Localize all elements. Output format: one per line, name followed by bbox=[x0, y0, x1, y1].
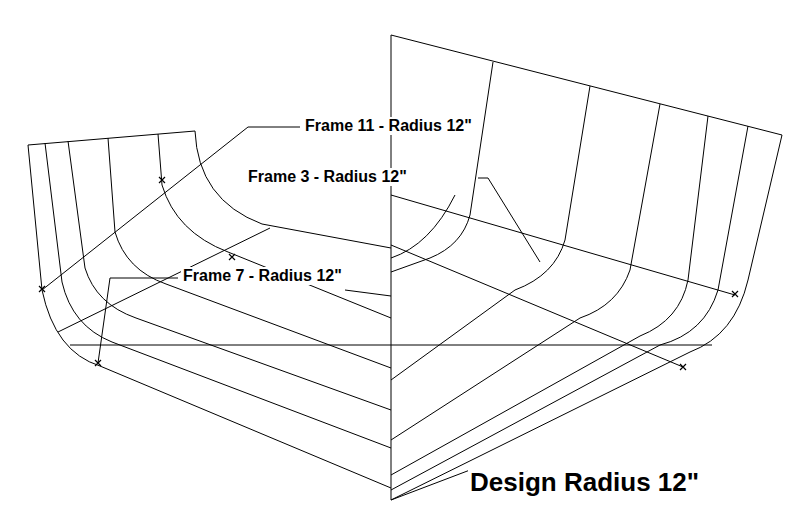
design-caption: Design Radius 12" bbox=[468, 468, 701, 498]
frame-label: Frame 11 - Radius 12" bbox=[303, 117, 474, 135]
frame-label: Frame 3 - Radius 12" bbox=[246, 168, 409, 186]
frame-label: Frame 7 - Radius 12" bbox=[181, 267, 344, 285]
